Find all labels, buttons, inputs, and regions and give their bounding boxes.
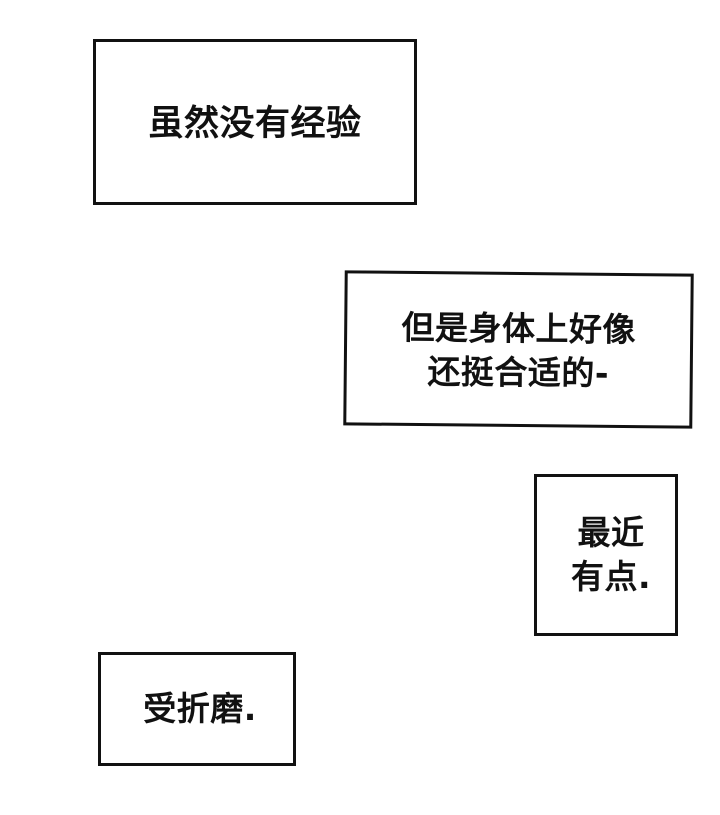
dialogue-text-2: 但是身体上好像 还挺合适的- (401, 307, 637, 393)
dialogue-box-4: 受折磨. (98, 652, 296, 766)
dialogue-box-1: 虽然没有经验 (93, 39, 417, 205)
dialogue-text-3: 最近 有点. (570, 513, 652, 596)
dialogue-box-2: 但是身体上好像 还挺合适的- (343, 270, 694, 429)
dialogue-box-3: 最近 有点. (534, 474, 678, 636)
dialogue-text-1: 虽然没有经验 (148, 103, 362, 144)
dialogue-text-4: 受折磨. (143, 688, 257, 728)
